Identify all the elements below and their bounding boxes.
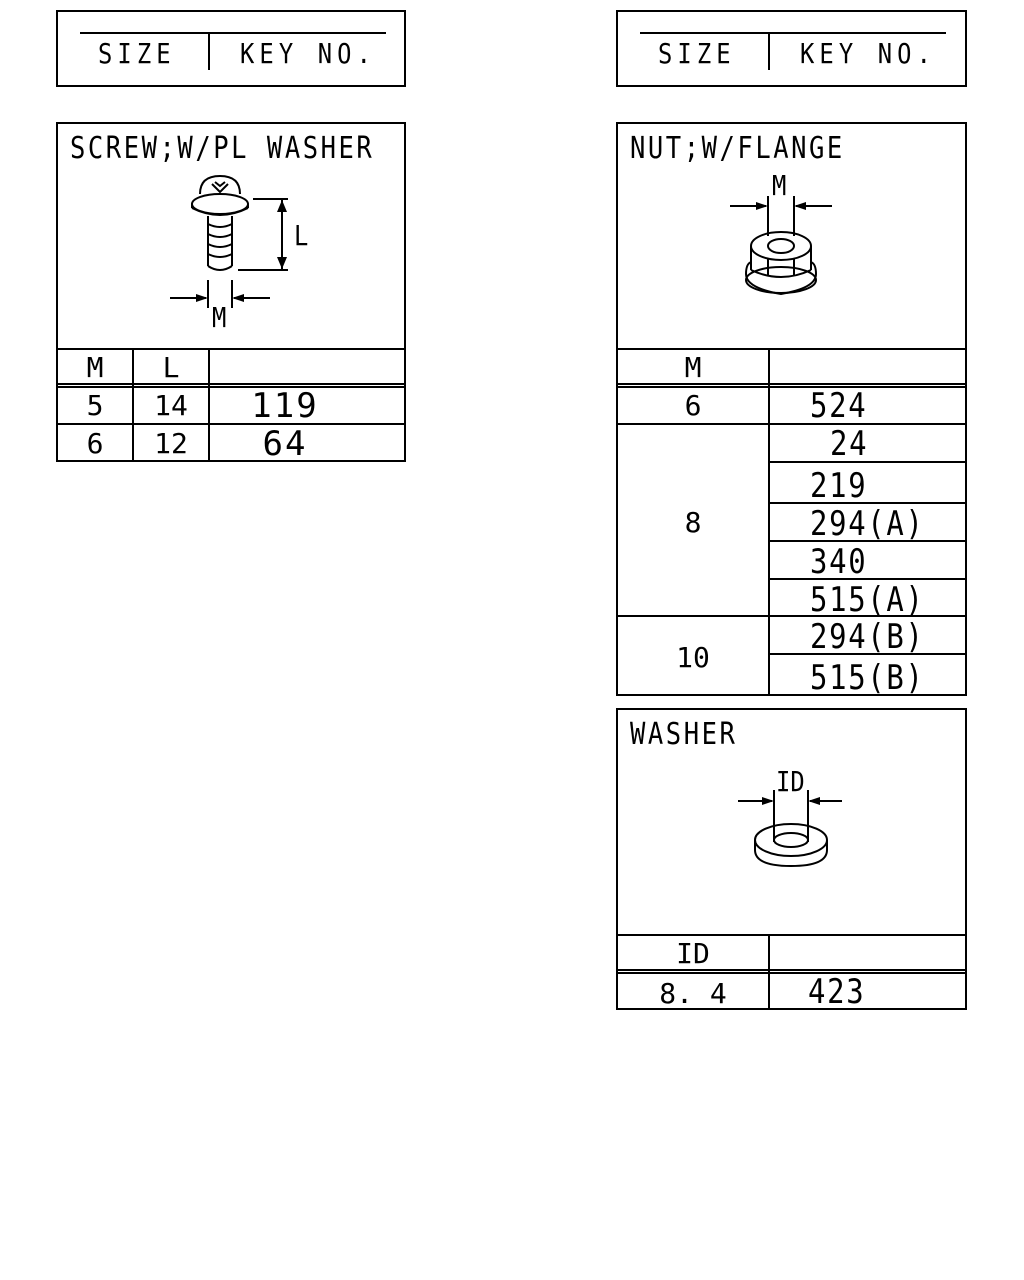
cell-l: 14: [154, 389, 188, 422]
nut-diameter-label: M: [772, 169, 787, 202]
cell-key-no: 423: [808, 972, 866, 1012]
washer-icon: [738, 790, 842, 868]
right-size-key-header: SIZE KEY NO.: [616, 10, 967, 87]
table-row-rule: [770, 461, 965, 463]
washer-title: WASHER: [630, 717, 738, 752]
table-col-divider: [208, 348, 210, 462]
screw-title: SCREW;W/PL WASHER: [70, 131, 375, 166]
nut-panel: NUT;W/FLANGE M: [616, 122, 967, 696]
washer-diameter-label: ID: [776, 765, 805, 798]
cell-m: 6: [86, 427, 104, 460]
cell-m: 8: [684, 506, 702, 539]
size-label: SIZE: [658, 37, 736, 70]
table-group-rule: [618, 423, 965, 425]
column-header-m: M: [684, 351, 702, 384]
table-header-rule: [58, 383, 404, 388]
cell-key-no: 294(B): [810, 617, 925, 657]
column-header-id: ID: [676, 937, 710, 970]
cell-key-no: 515(B): [810, 658, 925, 698]
column-header-l: L: [162, 351, 180, 384]
table-col-divider: [132, 348, 134, 462]
cell-key-no: 119: [251, 386, 319, 426]
table-row-rule: [770, 502, 965, 504]
table-col-divider: [768, 934, 770, 1008]
header-divider: [208, 32, 210, 70]
screw-panel: SCREW;W/PL WASHER: [56, 122, 406, 462]
cell-m: 6: [684, 389, 702, 422]
key-no-label: KEY NO.: [800, 37, 937, 70]
screw-diameter-label: M: [212, 301, 227, 334]
cell-l: 12: [154, 427, 188, 460]
cell-key-no: 340: [810, 542, 868, 582]
header-top-rule: [80, 32, 386, 34]
cell-key-no: 64: [262, 424, 308, 464]
table-row-rule: [58, 423, 404, 425]
washer-panel: WASHER ID ID 8. 4 423: [616, 708, 967, 1010]
screw-length-label: L: [294, 219, 309, 252]
cell-m: 10: [676, 641, 710, 674]
size-label: SIZE: [98, 37, 176, 70]
cell-key-no: 524: [810, 386, 868, 426]
column-header-m: M: [86, 351, 104, 384]
table-top-rule: [618, 934, 965, 936]
table-row-rule: [770, 578, 965, 580]
key-no-label: KEY NO.: [240, 37, 377, 70]
table-col-divider: [768, 348, 770, 694]
header-top-rule: [640, 32, 946, 34]
table-group-rule: [618, 615, 965, 617]
table-header-rule: [618, 969, 965, 974]
cell-key-no: 294(A): [810, 504, 925, 544]
header-divider: [768, 32, 770, 70]
table-header-rule: [618, 383, 965, 388]
flange-nut-icon: [730, 196, 832, 296]
cell-key-no: 515(A): [810, 580, 925, 620]
table-top-rule: [618, 348, 965, 350]
table-top-rule: [58, 348, 404, 350]
table-row-rule: [770, 653, 965, 655]
cell-key-no: 219: [810, 466, 868, 506]
cell-m: 5: [86, 389, 104, 422]
left-size-key-header: SIZE KEY NO.: [56, 10, 406, 87]
cell-id: 8. 4: [659, 977, 727, 1010]
screw-with-washer-icon: [170, 174, 288, 308]
cell-key-no: 24: [830, 424, 869, 464]
nut-title: NUT;W/FLANGE: [630, 131, 845, 166]
table-row-rule: [770, 540, 965, 542]
